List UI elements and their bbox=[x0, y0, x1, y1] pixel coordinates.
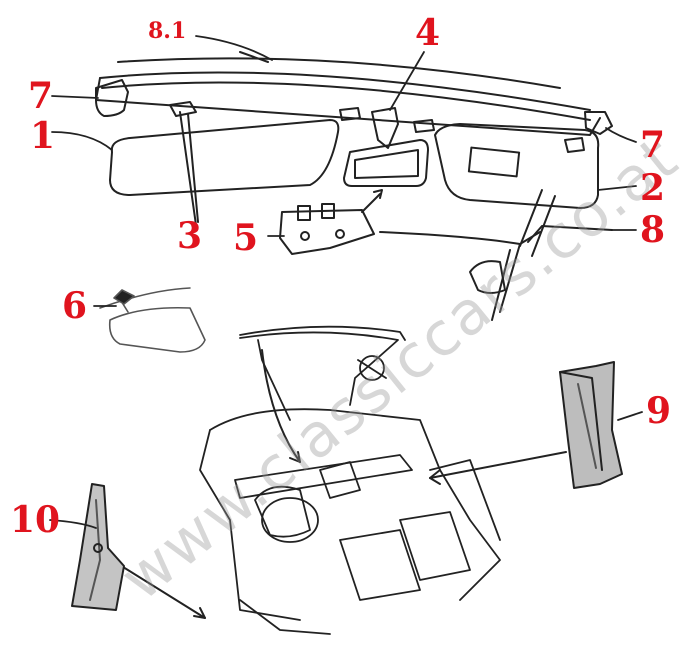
callout-9: 9 bbox=[646, 390, 672, 432]
mirror-base-bracket bbox=[279, 189, 383, 255]
visor-end-cap-right bbox=[584, 111, 613, 135]
mirror-sketch bbox=[99, 287, 206, 353]
windshield-header-rail bbox=[95, 51, 601, 136]
callout-3: 3 bbox=[177, 215, 203, 257]
callout-4: 4 bbox=[415, 12, 441, 54]
sun-visor-right bbox=[413, 119, 600, 209]
callout-8-1: 8.1 bbox=[148, 18, 187, 44]
callout-2: 2 bbox=[640, 167, 666, 209]
a-pillar-trim-panel-10 bbox=[71, 483, 125, 611]
a-pillar-trim-panel-9 bbox=[559, 361, 623, 489]
visor-end-cap-left bbox=[95, 79, 129, 117]
leader-lines bbox=[49, 35, 643, 529]
roadster-body bbox=[199, 325, 501, 635]
callout-7-left: 7 bbox=[28, 75, 54, 117]
visor-clips bbox=[179, 111, 199, 226]
windshield-seal-trim bbox=[379, 189, 613, 321]
callout-6: 6 bbox=[62, 285, 88, 327]
pointer-arrows bbox=[114, 349, 567, 619]
callout-5: 5 bbox=[233, 217, 259, 259]
callout-8: 8 bbox=[640, 209, 666, 251]
callout-1: 1 bbox=[30, 115, 56, 157]
callout-10: 10 bbox=[10, 499, 61, 541]
sun-visor-left bbox=[109, 101, 361, 196]
callout-7-right: 7 bbox=[640, 124, 666, 166]
